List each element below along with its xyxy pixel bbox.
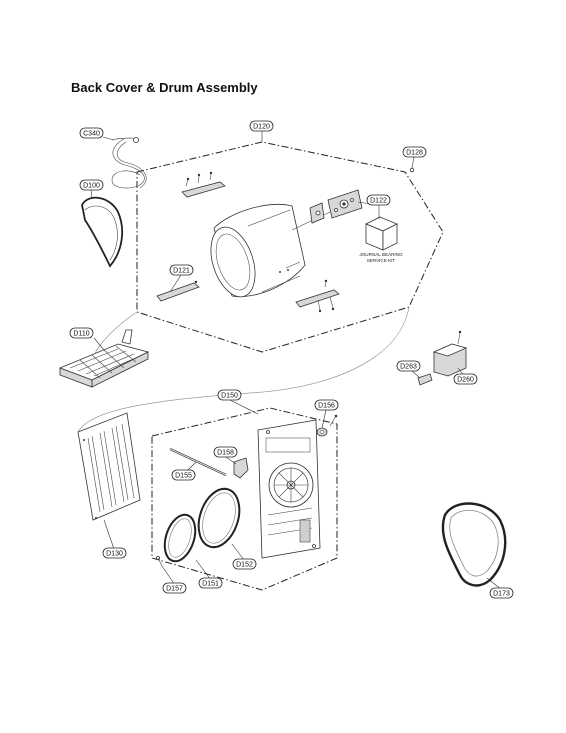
label-d157-text: D157 [166, 586, 183, 593]
label-d121: D121 [169, 264, 194, 276]
label-d156-text: D156 [318, 403, 335, 410]
drum-lifter-right [295, 279, 340, 313]
label-d150: D150 [217, 389, 242, 401]
drum-lifter-top [181, 171, 226, 198]
d158-clip [233, 457, 249, 479]
d156-bearing [316, 414, 338, 437]
page-title: Back Cover & Drum Assembly [71, 80, 258, 95]
label-d100: D100 [79, 179, 104, 191]
label-d152-text: D152 [236, 562, 253, 569]
label-d122: D122 [366, 194, 391, 206]
label-d173: D173 [489, 587, 514, 599]
label-d122-text: D122 [370, 198, 387, 205]
d173-door-gasket [441, 502, 507, 587]
label-d155: D155 [171, 469, 196, 481]
d128-screw [409, 167, 415, 173]
service-kit-note-line2: SERVICE KIT [367, 258, 396, 263]
d152-felt-seal [197, 487, 241, 549]
label-d120-text: D120 [253, 124, 270, 131]
drum-lifter-left [156, 280, 200, 302]
label-d263: D263 [396, 360, 421, 372]
label-d173-text: D173 [493, 591, 510, 598]
label-d156: D156 [314, 399, 339, 411]
d130-back-cover [77, 412, 141, 521]
label-d110-text: D110 [73, 331, 89, 338]
label-d128-text: D128 [406, 150, 423, 157]
c340-hose [111, 137, 147, 189]
d151-seal [163, 513, 197, 563]
label-d151: D151 [198, 577, 223, 589]
drum-shaft-hub [291, 189, 363, 231]
label-d155-text: D155 [175, 473, 192, 480]
label-c340-text: C340 [83, 131, 100, 138]
label-d260: D260 [453, 373, 478, 385]
journal-bearing-service-kit-box [365, 216, 398, 251]
label-d158: D158 [213, 446, 238, 458]
label-d100-text: D100 [83, 183, 100, 190]
label-d260-text: D260 [457, 377, 474, 384]
d260-motor-bracket [432, 330, 468, 377]
label-d151-text: D151 [202, 581, 219, 588]
d100-seal [81, 196, 124, 268]
d150-bulkhead [257, 419, 321, 559]
service-kit-note-line1: JOURNAL BEARING [359, 252, 403, 257]
label-c340: C340 [79, 127, 104, 139]
label-d128: D128 [402, 146, 427, 158]
label-d158-text: D158 [217, 450, 234, 457]
drum [210, 204, 306, 298]
label-d263-text: D263 [400, 364, 417, 371]
d110-filter-housing [58, 329, 150, 388]
label-d157: D157 [162, 582, 187, 594]
back-cover-group-boundary [77, 306, 410, 433]
label-d130-text: D130 [106, 551, 123, 558]
label-d130: D130 [102, 547, 127, 559]
drum-group-boundary [136, 141, 444, 353]
label-d121-text: D121 [173, 268, 190, 275]
d150-group-boundary [151, 407, 338, 591]
label-d152: D152 [232, 558, 257, 570]
label-d150-text: D150 [221, 393, 238, 400]
label-d120: D120 [249, 120, 274, 132]
label-d110: D110 [69, 327, 94, 339]
d263-connector [417, 373, 433, 386]
